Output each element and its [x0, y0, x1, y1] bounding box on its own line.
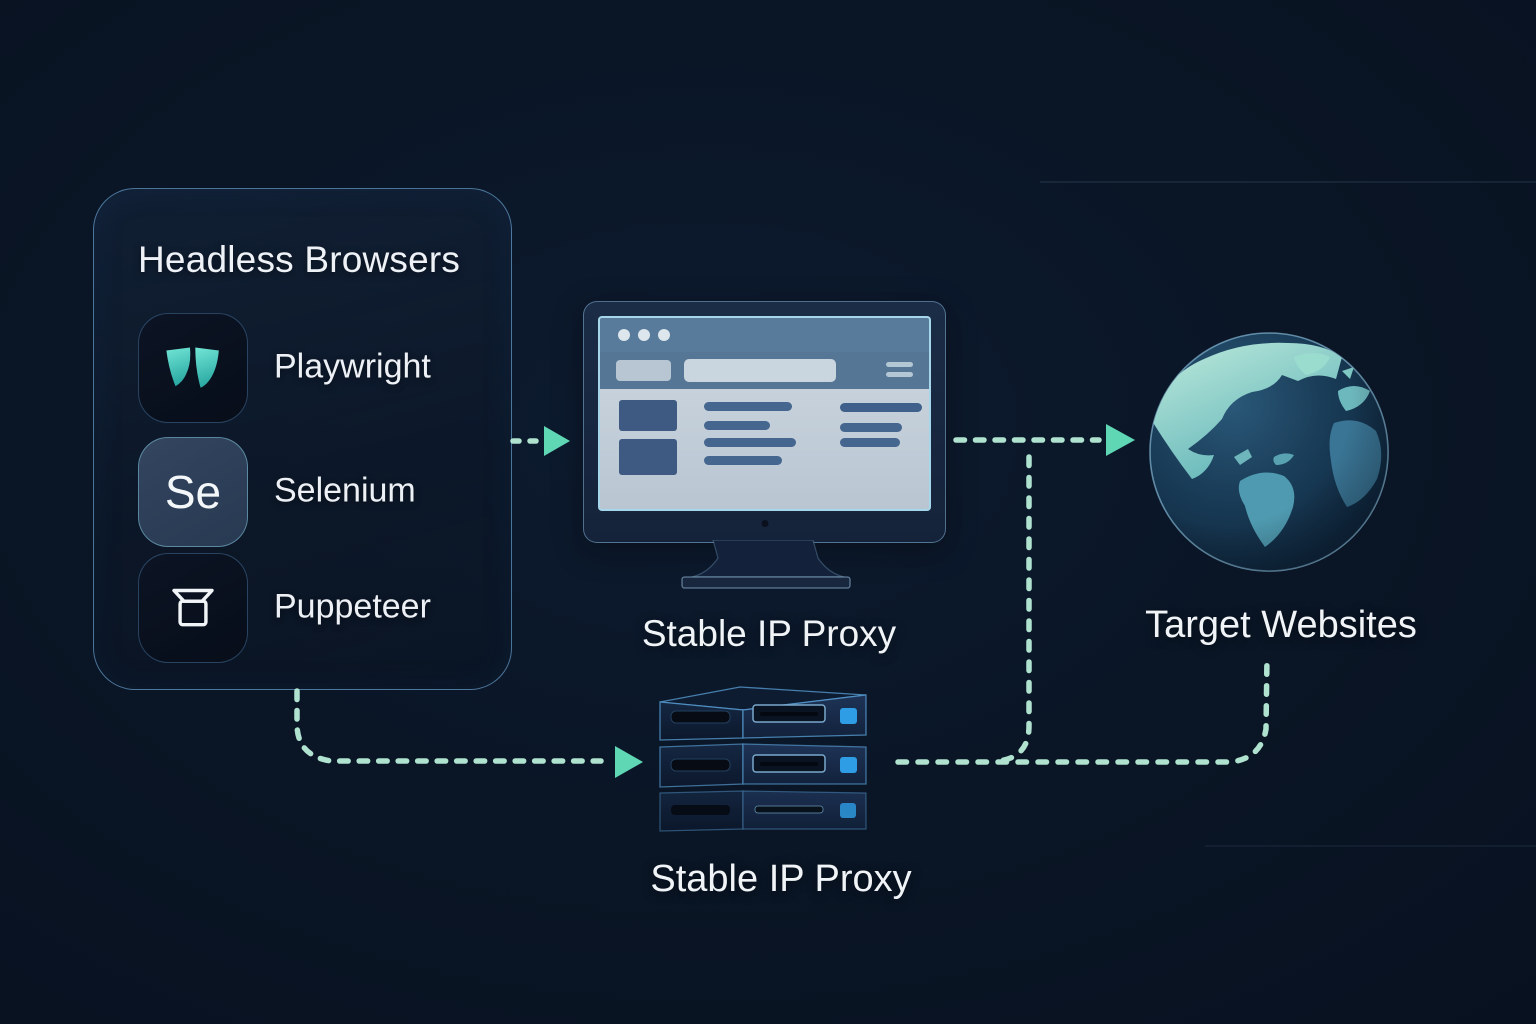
server-proxy-label: Stable IP Proxy — [650, 858, 912, 900]
connector-browsers-to-server — [294, 688, 604, 764]
content-block-placeholder — [619, 400, 677, 431]
list-item-selenium: Se Selenium — [138, 437, 478, 547]
browser-tab-placeholder — [616, 360, 671, 381]
monitor-camera-dot — [761, 520, 768, 527]
target-websites-node — [1149, 332, 1389, 572]
hamburger-menu-icon — [886, 362, 913, 367]
list-item-playwright: Playwright — [138, 313, 478, 423]
address-bar-placeholder — [684, 359, 836, 382]
headless-browsers-panel: Headless Browsers Playwright Se — [93, 188, 512, 690]
tool-label-selenium: Selenium — [274, 471, 416, 510]
text-line-placeholder — [704, 402, 792, 411]
proxy-monitor-node — [583, 301, 946, 543]
content-block-placeholder — [619, 439, 677, 475]
proxy-server-node — [659, 686, 867, 832]
hamburger-menu-icon — [886, 372, 913, 377]
panel-title: Headless Browsers — [138, 239, 461, 280]
tool-label-playwright: Playwright — [274, 347, 431, 386]
text-line-placeholder — [704, 421, 770, 430]
playwright-logo-icon — [138, 313, 248, 423]
text-line-placeholder — [840, 403, 922, 412]
tool-label-puppeteer: Puppeteer — [274, 587, 431, 626]
arrowhead-icon — [544, 426, 570, 456]
text-line-placeholder — [840, 423, 902, 432]
selenium-logo-icon: Se — [138, 437, 248, 547]
connector-junction-vertical — [996, 454, 1032, 764]
connector-server-to-target — [895, 654, 1270, 765]
browser-screen-illustration — [598, 316, 931, 511]
text-line-placeholder — [704, 456, 782, 465]
target-websites-label: Target Websites — [1145, 604, 1417, 646]
browser-toolbar — [600, 352, 929, 390]
monitor-stand — [681, 540, 851, 589]
puppeteer-logo-icon — [138, 553, 248, 663]
window-control-dot-icon — [658, 329, 670, 341]
browser-titlebar — [600, 318, 929, 352]
text-line-placeholder — [704, 438, 796, 447]
window-control-dot-icon — [618, 329, 630, 341]
webpage-content-placeholder — [600, 389, 929, 509]
arrowhead-icon — [1106, 424, 1135, 456]
list-item-puppeteer: Puppeteer — [138, 553, 478, 663]
background-artifact-line — [1040, 181, 1536, 183]
selenium-icon-text: Se — [164, 466, 222, 518]
window-control-dot-icon — [638, 329, 650, 341]
monitor-proxy-label: Stable IP Proxy — [641, 613, 897, 654]
background-artifact-line — [1205, 845, 1536, 847]
text-line-placeholder — [840, 438, 900, 447]
